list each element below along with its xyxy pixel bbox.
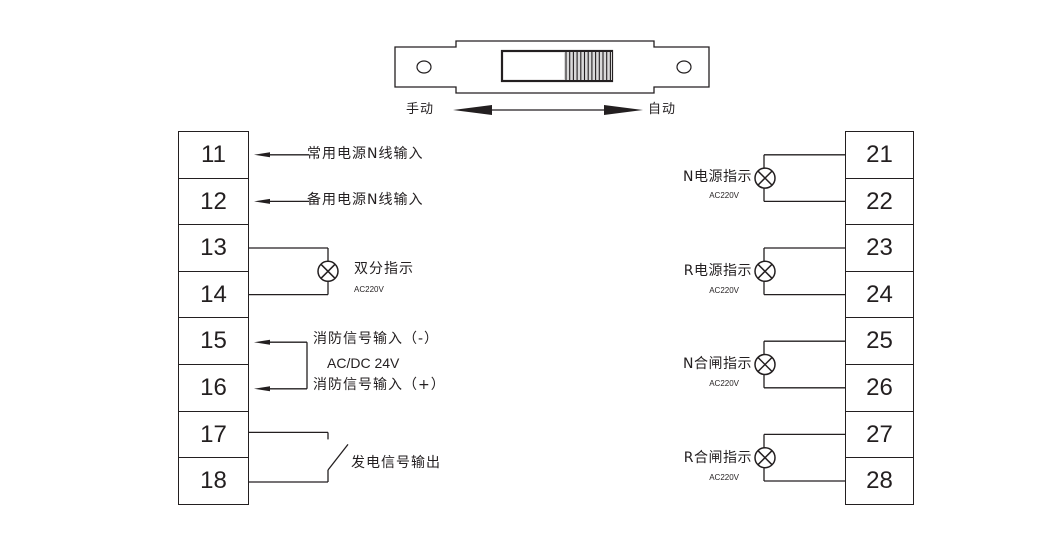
input-arrow-11 — [254, 152, 309, 158]
manual-label: 手动 — [406, 102, 435, 117]
terminal-17: 17 — [178, 410, 249, 459]
label-terminal-16: 消防信号输入（+） — [313, 377, 446, 393]
lamp-cross — [757, 263, 773, 279]
lamp-voltage-25-26: AC220V — [709, 379, 739, 388]
mount-hole-left — [416, 60, 432, 74]
terminal-18: 18 — [178, 457, 249, 506]
lamp-icon-25-26 — [754, 353, 776, 376]
label-terminal-15: 消防信号输入（-） — [313, 331, 440, 347]
input-arrow-16 — [254, 386, 307, 392]
mount-hole-right — [676, 60, 692, 74]
terminal-27: 27 — [845, 410, 914, 459]
lamp-label-25-26: N合闸指示 — [683, 356, 752, 372]
terminal-16: 16 — [178, 364, 249, 412]
lamp-icon-double-split — [317, 260, 339, 283]
lamp-voltage-21-22: AC220V — [709, 191, 739, 200]
lamp-icon-21-22 — [754, 167, 776, 189]
lamp-icon-23-24 — [754, 260, 776, 283]
arrow-head — [254, 386, 270, 392]
lamp-cross — [320, 263, 336, 279]
lamp-voltage-27-28: AC220V — [709, 473, 739, 482]
label-terminal-11: 常用电源N线输入 — [307, 146, 424, 162]
double-split-label: 双分指示 — [354, 261, 414, 277]
terminal-26: 26 — [845, 364, 914, 412]
lamp-voltage-23-24: AC220V — [709, 286, 739, 295]
terminal-28: 28 — [845, 457, 914, 506]
input-arrow-15 — [254, 339, 307, 345]
switch-contact-blade — [327, 443, 349, 471]
lamp-cross — [757, 356, 773, 373]
lamp-cross — [757, 170, 773, 186]
terminal-24: 24 — [845, 270, 914, 319]
auto-label: 自动 — [648, 102, 677, 117]
arrow-head — [254, 339, 270, 345]
terminal-25: 25 — [845, 317, 914, 366]
arrow-head — [254, 152, 270, 158]
gen-signal-label: 发电信号输出 — [351, 455, 441, 471]
terminal-22: 22 — [845, 177, 914, 226]
lamp-cross — [757, 450, 773, 466]
terminal-12: 12 — [178, 177, 249, 226]
slider-knob[interactable] — [564, 52, 612, 80]
lamp-icon-27-28 — [754, 446, 776, 469]
double-split-voltage: AC220V — [354, 285, 384, 294]
lamp-label-27-28: R合闸指示 — [683, 450, 752, 466]
terminal-21: 21 — [845, 131, 914, 179]
terminal-14: 14 — [178, 270, 249, 319]
switch-plate — [394, 40, 710, 94]
arrow-head-right — [604, 105, 643, 115]
terminal-11: 11 — [178, 131, 249, 179]
terminal-15: 15 — [178, 317, 249, 366]
fire-signal-voltage: AC/DC 24V — [327, 355, 400, 371]
terminal-23: 23 — [845, 224, 914, 273]
lamp-label-21-22: N电源指示 — [683, 169, 752, 185]
lamp-label-23-24: R电源指示 — [683, 263, 752, 279]
arrow-head — [254, 198, 270, 204]
terminal-13: 13 — [178, 224, 249, 273]
input-arrow-12 — [254, 198, 309, 204]
arrow-head-left — [453, 105, 492, 115]
label-terminal-12: 备用电源N线输入 — [307, 192, 424, 208]
